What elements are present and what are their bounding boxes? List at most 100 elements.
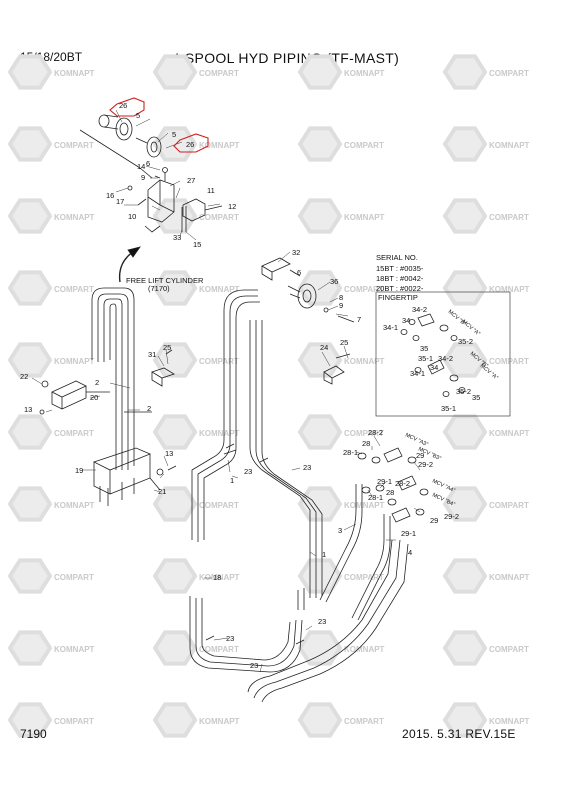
watermark-text: COMPART — [489, 357, 529, 366]
callout-23: 23 — [250, 661, 258, 670]
callout-19: 19 — [75, 466, 83, 475]
page-code: 7190 — [20, 727, 47, 741]
callout-21: 21 — [158, 487, 166, 496]
callout-18: 18 — [213, 573, 221, 582]
watermark-tile: COMPART — [7, 126, 94, 162]
callout-35-1: 35-1 — [418, 354, 433, 363]
watermark-text: KOMNAPT — [199, 285, 240, 294]
revision-date: 2015. 5.31 REV.15E — [402, 727, 516, 741]
callout-29-2: 29-2 — [418, 460, 433, 469]
callout-35: 35 — [472, 393, 480, 402]
watermark-text: KOMNAPT — [489, 573, 530, 582]
callout-6: 6 — [297, 268, 301, 277]
watermark-tile: KOMNAPT — [7, 342, 95, 378]
watermark-tile: COMPART — [7, 558, 94, 594]
small-brackets — [151, 349, 351, 387]
watermark-text: COMPART — [489, 213, 529, 222]
callout-31: 31 — [148, 350, 156, 359]
callout-2: 2 — [95, 378, 99, 387]
top-valve-assembly — [79, 114, 223, 233]
serial-15bt: 15BT : #0035- — [376, 264, 424, 273]
watermark-text: KOMNAPT — [344, 501, 385, 510]
callout-5: 5 — [136, 111, 140, 120]
leader-lines — [31, 109, 421, 673]
mcv-tag: MCV "A" — [461, 319, 481, 337]
fingertip-box — [375, 291, 511, 417]
watermark-tile: KOMNAPT — [152, 270, 240, 306]
watermark-tile: COMPART — [7, 414, 94, 450]
highlight-markers — [109, 97, 209, 153]
watermark-text: KOMNAPT — [199, 429, 240, 438]
watermark-tile: COMPART — [442, 198, 529, 234]
watermark-text: COMPART — [344, 285, 384, 294]
callout-14: 14 — [137, 162, 145, 171]
watermark-text: KOMNAPT — [489, 285, 530, 294]
bottom-left-valve — [92, 447, 164, 506]
watermark-tile: COMPART — [297, 414, 384, 450]
callout-23: 23 — [244, 467, 252, 476]
callout-34-2: 34-2 — [438, 354, 453, 363]
notes: FREE LIFT CYLINDER (7170) SERIAL NO. 15B… — [126, 253, 424, 302]
page-title: 4-SPOOL HYD PIPING (TF-MAST) — [171, 50, 400, 66]
callout-24: 24 — [320, 343, 328, 352]
callout-4: 4 — [408, 548, 412, 557]
watermark-text: KOMNAPT — [199, 573, 240, 582]
mcv-fittings — [357, 447, 429, 523]
watermark-tile: COMPART — [7, 702, 94, 738]
free-lift-ref: (7170) — [148, 284, 170, 293]
callout-35: 35 — [420, 344, 428, 353]
callout-29: 29 — [416, 451, 424, 460]
fingertip-label: FINGERTIP — [378, 293, 418, 302]
callout-27: 27 — [187, 176, 195, 185]
callout-10: 10 — [128, 212, 136, 221]
watermark-tile: KOMNAPT — [442, 270, 530, 306]
callout-11: 11 — [207, 186, 215, 195]
watermark-text: KOMNAPT — [344, 213, 385, 222]
watermark-text: COMPART — [489, 69, 529, 78]
callout-32: 32 — [292, 248, 300, 257]
callout-8: 8 — [339, 293, 343, 302]
callout-28-2: 28-2 — [395, 479, 410, 488]
callout-29-1: 29-1 — [401, 529, 416, 538]
callout-28-2: 28-2 — [368, 428, 383, 437]
callout-34-1: 34-1 — [410, 369, 425, 378]
callout-35-2: 35-2 — [456, 387, 471, 396]
fingertip-fittings — [400, 313, 466, 397]
callout-34-1: 34-1 — [383, 323, 398, 332]
watermark-text: COMPART — [199, 69, 239, 78]
watermark-tile: KOMNAPT — [152, 702, 240, 738]
watermark-tile: COMPART — [442, 486, 529, 522]
watermark-tile: COMPART — [442, 630, 529, 666]
callout-22: 22 — [20, 372, 28, 381]
callout-5: 5 — [172, 130, 176, 139]
callout-29: 29 — [430, 516, 438, 525]
watermark-tile: COMPART — [442, 342, 529, 378]
callout-20: 20 — [90, 393, 98, 402]
callout-34: 34 — [402, 316, 410, 325]
diagram-linework — [31, 97, 511, 703]
callout-23: 23 — [318, 617, 326, 626]
callout-9: 9 — [339, 301, 343, 310]
watermark-text: KOMNAPT — [199, 141, 240, 150]
watermark-text: COMPART — [54, 717, 94, 726]
mcv-pipes — [319, 484, 391, 621]
watermark-tile: KOMNAPT — [297, 198, 385, 234]
callout-6: 6 — [146, 159, 150, 168]
callout-1: 1 — [322, 550, 326, 559]
callout-28-1: 28-1 — [343, 448, 358, 457]
callout-28-1: 28-1 — [368, 493, 383, 502]
watermark-tile: KOMNAPT — [152, 414, 240, 450]
callout-35-2: 35-2 — [458, 337, 473, 346]
watermark-text: COMPART — [489, 501, 529, 510]
callout-1: 1 — [230, 476, 234, 485]
callout-23: 23 — [303, 463, 311, 472]
watermark-text: COMPART — [199, 213, 239, 222]
serial-18bt: 18BT : #0042- — [376, 274, 424, 283]
watermark-text: COMPART — [54, 141, 94, 150]
watermark-tile: COMPART — [152, 342, 239, 378]
watermark-tile: COMPART — [152, 630, 239, 666]
callout-16: 16 — [106, 191, 114, 200]
callout-36: 36 — [330, 277, 338, 286]
watermark-text: KOMNAPT — [54, 213, 95, 222]
